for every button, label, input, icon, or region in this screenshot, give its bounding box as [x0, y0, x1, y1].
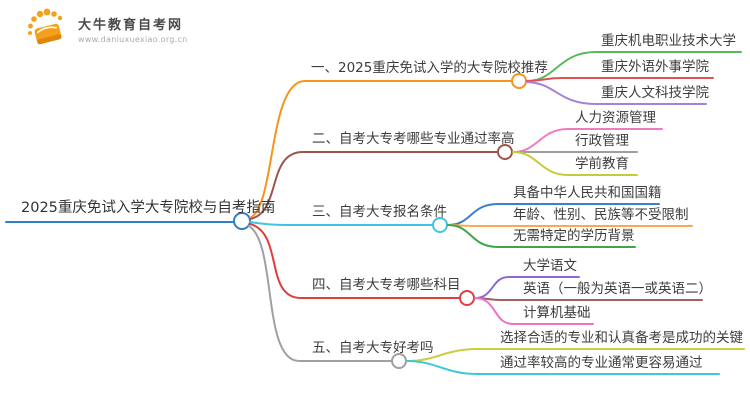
branch-4-topic[interactable]: 四、自考大专考哪些科目	[312, 277, 461, 293]
root-topic[interactable]: 2025重庆免试入学大专院校与自考指南	[21, 200, 276, 216]
branch-3-connector	[249, 221, 433, 226]
branch-5-connector	[248, 225, 392, 362]
branch-3-topic[interactable]: 三、自考大专报名条件	[312, 204, 447, 220]
branch-3-child-3-connector	[447, 224, 636, 248]
branch-2-child-3-connector	[512, 151, 638, 176]
branch-4-child-3-connector	[474, 297, 594, 325]
site-logo: 大牛教育自考网 www.daniuxuexiao.org.cn	[26, 8, 188, 50]
branch-5-topic[interactable]: 五、自考大专好考吗	[312, 340, 434, 356]
branch-4-subtopic-1[interactable]: 大学语文	[523, 258, 577, 274]
branch-1-subtopic-3[interactable]: 重庆人文科技学院	[601, 85, 709, 101]
branch-4-connector	[249, 223, 460, 299]
branch-1-topic[interactable]: 一、2025重庆免试入学的大专院校推荐	[311, 60, 548, 76]
branch-4-node-circle[interactable]	[459, 290, 475, 306]
branch-4-child-2-connector	[474, 297, 703, 301]
logo-url: www.daniuxuexiao.org.cn	[78, 35, 188, 44]
branch-1-subtopic-2[interactable]: 重庆外语外事学院	[601, 59, 709, 75]
branch-3-subtopic-1[interactable]: 具备中华人民共和国国籍	[513, 185, 662, 201]
branch-5-subtopic-1[interactable]: 选择合适的专业和认真备考是成功的关键	[500, 330, 743, 346]
branch-1-child-3-connector	[526, 81, 707, 105]
branch-2-topic[interactable]: 二、自考大专考哪些专业通过率高	[312, 131, 515, 147]
branch-3-subtopic-3[interactable]: 无需特定的学历背景	[513, 228, 635, 244]
logo-title: 大牛教育自考网	[78, 18, 184, 33]
branch-1-child-2-connector	[526, 77, 714, 82]
branch-5-child-2-connector	[406, 360, 720, 375]
branch-4-subtopic-2[interactable]: 英语（一般为英语一或英语二）	[523, 281, 712, 297]
branch-1-connector	[249, 80, 512, 219]
branch-2-connector	[249, 151, 498, 220]
branch-4-subtopic-3[interactable]: 计算机基础	[523, 305, 591, 321]
branch-2-subtopic-2[interactable]: 行政管理	[575, 133, 629, 149]
branch-3-subtopic-2[interactable]: 年龄、性别、民族等不受限制	[513, 207, 689, 223]
branch-1-subtopic-1[interactable]: 重庆机电职业技术大学	[601, 33, 736, 49]
branch-5-subtopic-2[interactable]: 通过率较高的专业通常更容易通过	[500, 355, 703, 371]
branch-3-child-2-connector	[447, 224, 693, 227]
branch-2-subtopic-1[interactable]: 人力资源管理	[575, 110, 656, 126]
branch-2-subtopic-3[interactable]: 学前教育	[575, 156, 629, 172]
logo-book-icon	[28, 8, 63, 45]
